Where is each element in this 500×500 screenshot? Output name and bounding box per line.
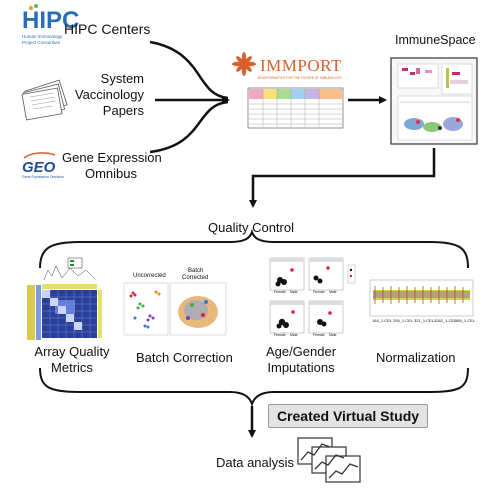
hipc-logo-sub1: Human Immunology [22, 34, 63, 39]
source-arrows [149, 40, 230, 154]
normalization-label: Normalization [376, 350, 456, 365]
male-label-3: Male [290, 333, 298, 337]
geo-logo-sub: Gene Expression Omnibus [22, 175, 64, 179]
batch-label: Batch [188, 268, 204, 274]
quality-control-title: Quality Control [208, 220, 294, 235]
norm-tick-1: 164_1.CEL [372, 318, 393, 323]
geo-logo-mark: GEO [22, 159, 56, 176]
batch-correction-label: Batch Correction [136, 350, 233, 365]
norm-tick-5: 585_1.CEL [455, 318, 476, 323]
qc-top-brace [39, 228, 469, 269]
qc-bottom-brace [39, 367, 469, 408]
female-label-2: Female [313, 290, 325, 294]
female-label-4: Female [313, 333, 325, 337]
immport-logo: IMMPORT BIOINFORMATICS FOR THE FUTURE OF… [232, 52, 343, 80]
array-quality-label-line2: Metrics [51, 360, 93, 375]
data-analysis-label: Data analysis [216, 455, 295, 470]
papers-label-line3: Papers [102, 103, 144, 118]
norm-tick-2: 255_1.CEL [393, 318, 414, 323]
female-label-1: Female [274, 290, 286, 294]
batch-correction-plots [123, 282, 227, 336]
uncorrected-label: Uncorrected [133, 273, 166, 279]
male-label-1: Male [290, 290, 298, 294]
hipc-centers-label: HIPC Centers [64, 21, 151, 37]
analysis-charts-icon [297, 437, 361, 483]
hipc-logo-mark: HIPC [22, 7, 79, 34]
geo-label-line2: Omnibus [84, 166, 138, 181]
papers-icon [21, 79, 68, 121]
immunespace-label: ImmuneSpace [395, 33, 476, 47]
immport-logo-text: IMMPORT [260, 56, 342, 75]
geo-label-line1: Gene Expression [62, 150, 162, 165]
corrected-label: Corrected [182, 275, 209, 281]
array-quality-label-line1: Array Quality [34, 344, 110, 359]
age-gender-plots [269, 257, 356, 334]
immport-tagline: BIOINFORMATICS FOR THE FUTURE OF IMMUNOL… [258, 76, 343, 80]
age-gender-label-line1: Age/Gender [265, 344, 337, 359]
female-label-3: Female [274, 333, 286, 337]
array-quality-heatmap [27, 257, 102, 340]
hipc-logo: HIPC Human Immunology Project Consortium [22, 4, 79, 45]
immunespace-to-qc-arrow [249, 148, 436, 208]
normalization-plot [369, 279, 474, 317]
immunespace-screenshot [390, 57, 478, 145]
norm-tick-4: 3262_1.CEL [434, 318, 457, 323]
norm-tick-3: 321_1.CEL [414, 318, 435, 323]
papers-label-line1: System [100, 71, 144, 86]
hipc-logo-sub2: Project Consortium [22, 40, 61, 45]
created-virtual-study-box: Created Virtual Study [268, 404, 428, 428]
immport-table [247, 87, 344, 129]
papers-label-line2: Vaccinology [74, 87, 144, 102]
male-label-2: Male [329, 290, 337, 294]
male-label-4: Male [329, 333, 337, 337]
geo-logo: GEO Gene Expression Omnibus [22, 152, 64, 179]
age-gender-label-line2: Imputations [267, 360, 335, 375]
